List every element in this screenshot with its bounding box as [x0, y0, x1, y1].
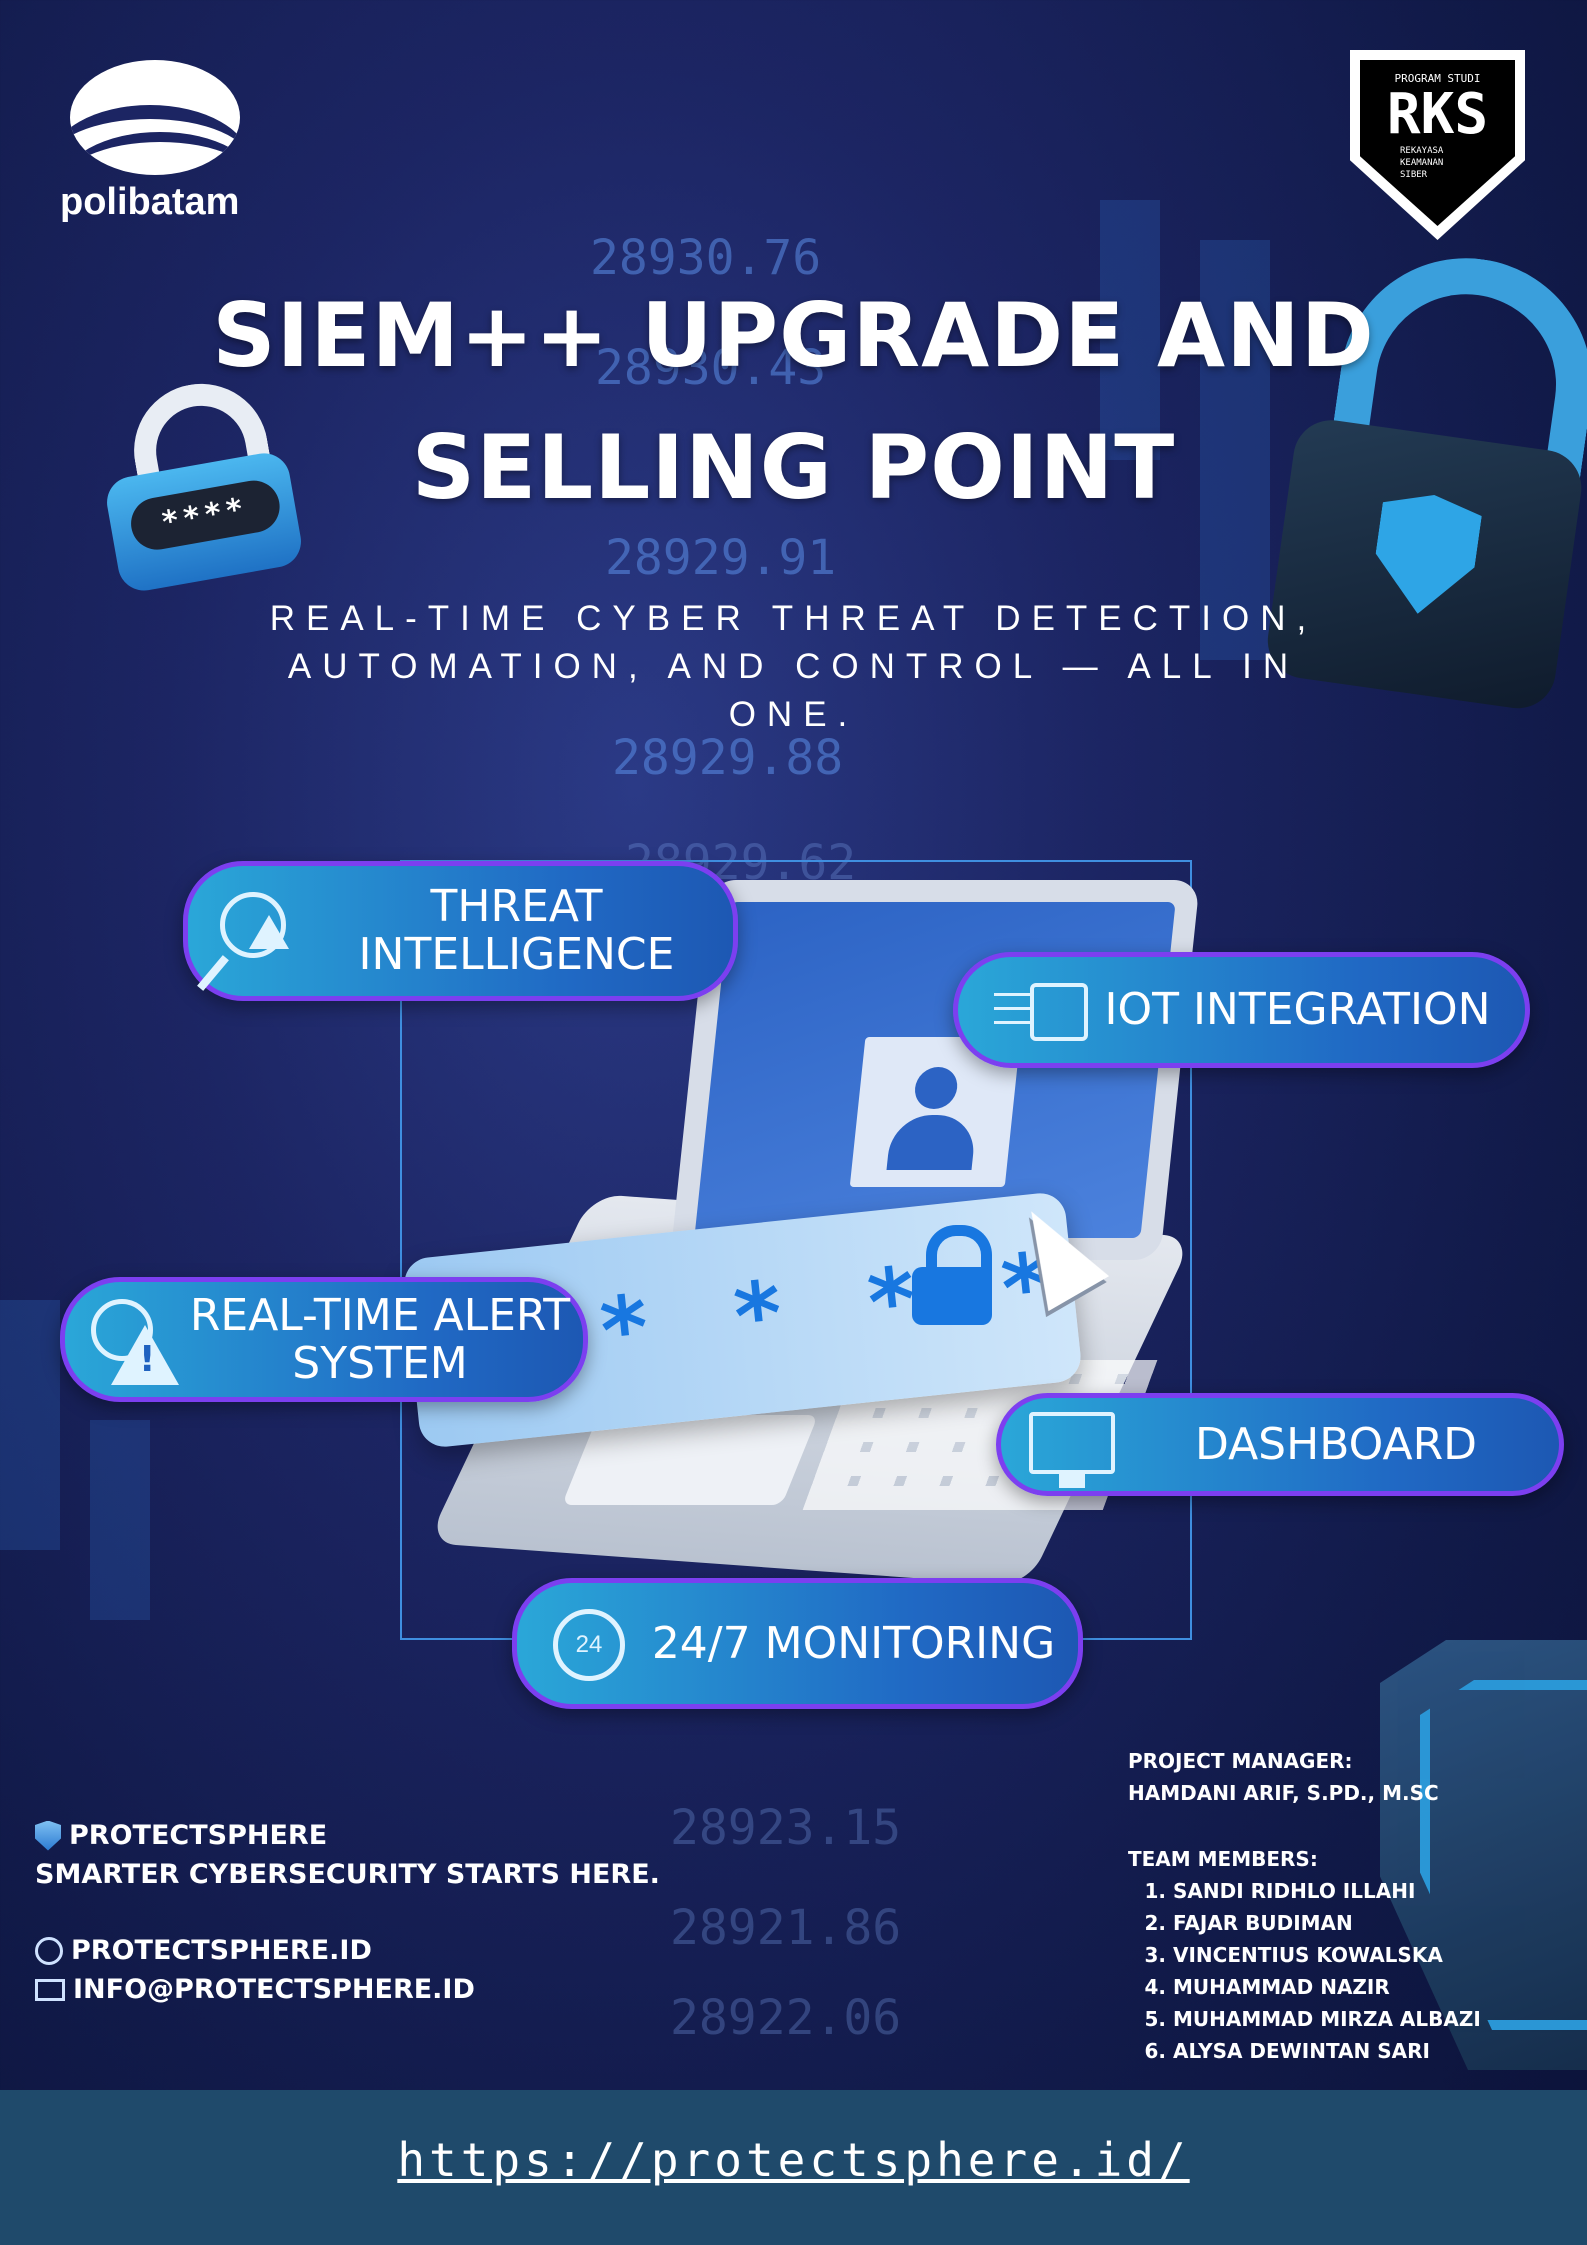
bg-number: 28929.88	[612, 730, 844, 786]
laptop-screen	[670, 880, 1200, 1260]
brand-tagline: SMARTER CYBERSECURITY STARTS HERE.	[35, 1859, 660, 1890]
bg-number: 28922.06	[670, 1990, 902, 2046]
team-member: MUHAMMAD MIRZA ALBAZI	[1173, 2003, 1481, 2035]
title-line-1: SIEM++ UPGRADE AND	[212, 284, 1375, 387]
rks-badge-sub-1: REKAYASA	[1400, 146, 1444, 156]
rks-badge: PROGRAM STUDI RKS REKAYASA KEAMANAN SIBE…	[1350, 50, 1525, 240]
polibatam-logo-mark	[70, 60, 240, 175]
team-members-label: TEAM MEMBERS:	[1128, 1847, 1318, 1871]
project-manager-name: HAMDANI ARIF, S.PD., M.SC	[1128, 1781, 1439, 1805]
title-line-2: SELLING POINT	[411, 416, 1176, 519]
globe-icon	[35, 1936, 63, 1965]
project-manager-label: PROJECT MANAGER:	[1128, 1749, 1353, 1773]
feature-label: DASHBOARD	[1194, 1418, 1478, 1470]
footer-url-link[interactable]: https://protectsphere.id/	[397, 2133, 1190, 2187]
feature-iot-integration: IOT INTEGRATION	[953, 952, 1530, 1068]
brand-website[interactable]: PROTECTSPHERE.ID	[71, 1935, 372, 1966]
footer-bar: https://protectsphere.id/	[0, 2090, 1587, 2245]
bg-number: 28923.15	[670, 1800, 902, 1856]
team-member: SANDI RIDHLO ILLAHI	[1173, 1875, 1481, 1907]
bg-number: 28929.91	[605, 530, 837, 586]
team-member: FAJAR BUDIMAN	[1173, 1907, 1481, 1939]
feature-label: THREAT INTELLIGENCE	[358, 881, 675, 980]
team-member: MUHAMMAD NAZIR	[1173, 1971, 1481, 2003]
magnifier-warning-icon	[210, 886, 300, 976]
bg-number: 28930.43	[595, 340, 827, 396]
dashboard-monitor-icon	[1023, 1400, 1115, 1490]
feature-threat-intelligence: THREAT INTELLIGENCE	[183, 861, 738, 1001]
feature-label: IOT INTEGRATION	[1104, 984, 1491, 1035]
team-member: ALYSA DEWINTAN SARI	[1173, 2035, 1481, 2067]
brand-email[interactable]: INFO@PROTECTSPHERE.ID	[73, 1974, 475, 2005]
brand-block: PROTECTSPHERE SMARTER CYBERSECURITY STAR…	[35, 1820, 660, 2013]
rks-badge-sub-2: KEAMANAN	[1400, 158, 1444, 168]
lock-icon	[912, 1225, 992, 1325]
feature-label: REAL-TIME ALERT SYSTEM	[189, 1289, 571, 1389]
rks-badge-mark: RKS	[1386, 82, 1489, 147]
mail-icon	[35, 1978, 65, 2001]
polibatam-logo: polibatam	[60, 60, 270, 224]
rks-badge-sub-3: SIBER	[1400, 170, 1428, 180]
bg-number: 28930.76	[590, 230, 822, 286]
team-member: VINCENTIUS KOWALSKA	[1173, 1939, 1481, 1971]
team-block: PROJECT MANAGER: HAMDANI ARIF, S.PD., M.…	[1128, 1745, 1481, 2067]
team-members-list: SANDI RIDHLO ILLAHI FAJAR BUDIMAN VINCEN…	[1128, 1875, 1481, 2067]
brand-name: PROTECTSPHERE	[69, 1820, 328, 1851]
feature-dashboard: DASHBOARD	[996, 1393, 1564, 1496]
circuit-chip-icon	[980, 965, 1088, 1055]
feature-label: 24/7 MONITORING	[651, 1617, 1056, 1669]
clock-24-icon: 24	[539, 1599, 629, 1689]
polibatam-logo-text: polibatam	[60, 181, 240, 223]
shield-icon	[35, 1820, 61, 1851]
feature-monitoring: 24 24/7 MONITORING	[512, 1578, 1083, 1709]
feature-real-time-alert: REAL-TIME ALERT SYSTEM	[60, 1277, 588, 1402]
page-title: SIEM++ UPGRADE AND SELLING POINT	[0, 270, 1587, 534]
page-subtitle: REAL-TIME CYBER THREAT DETECTION, AUTOMA…	[269, 599, 1318, 734]
rks-badge-top: PROGRAM STUDI	[1394, 72, 1481, 85]
clock-warning-icon	[87, 1295, 179, 1385]
bg-number: 28921.86	[670, 1900, 902, 1956]
